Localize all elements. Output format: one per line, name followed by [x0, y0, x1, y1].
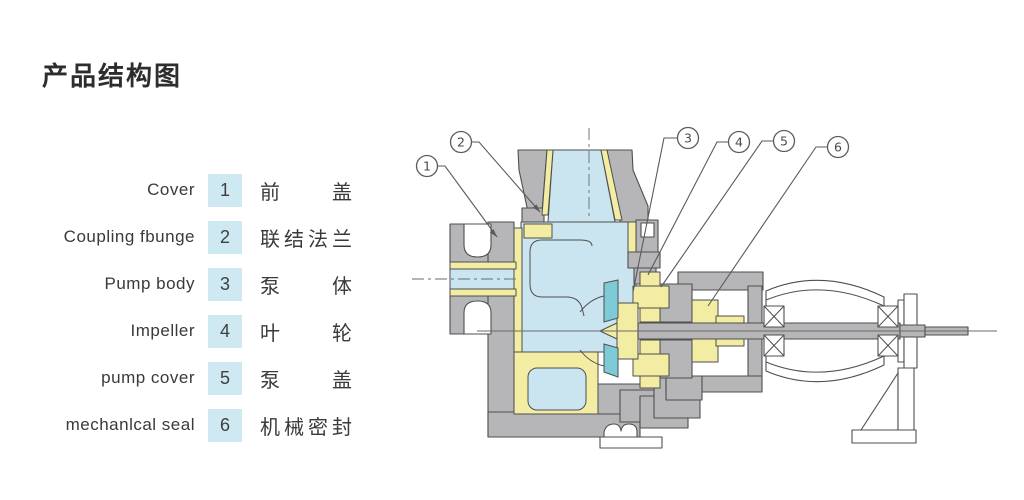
legend-zh-label: 联结法兰 [260, 228, 352, 251]
lining-right-strip [627, 221, 637, 253]
legend-zh-label: 泵体 [260, 275, 352, 298]
callout-1-number: 1 [423, 159, 431, 174]
callout-3-number: 3 [684, 131, 692, 146]
callouts: 1 2 3 4 5 6 [415, 126, 850, 307]
bracket-top-bar [677, 271, 764, 291]
callout-1: 1 [415, 154, 498, 238]
casing-notch [640, 222, 655, 238]
legend-row: Impeller 4 叶轮 [40, 314, 352, 348]
legend-en-label: Impeller [130, 321, 195, 340]
foot-base [851, 429, 917, 444]
support-foot [851, 367, 917, 444]
bearing-lower-left [763, 334, 785, 357]
pump-foot [599, 423, 663, 449]
legend-row: Pump body 3 泵体 [40, 267, 352, 301]
impeller-shroud-lower [579, 349, 605, 367]
callout-4-leader [647, 141, 728, 276]
pump-body-right [595, 219, 764, 429]
callout-2-circle [449, 130, 473, 154]
impeller-shroud-upper [579, 295, 605, 313]
funnel-lining-right [600, 149, 623, 221]
callout-5: 5 [660, 129, 796, 288]
bracket-bottom-left [665, 375, 703, 401]
callout-6-leader [707, 146, 827, 307]
callout-3-circle [676, 126, 700, 150]
callout-5-number: 5 [780, 134, 788, 149]
legend-number-box: 5 [208, 361, 242, 395]
legend-row: mechanlcal seal 6 机械密封 [40, 408, 352, 442]
legend-zh-label: 前盖 [260, 181, 352, 204]
legend-number-box: 2 [208, 220, 242, 254]
legend-zh-label: 叶轮 [260, 322, 352, 345]
callout-3: 3 [632, 126, 700, 293]
legend-row: pump cover 5 泵盖 [40, 361, 352, 395]
callout-4: 4 [647, 130, 751, 276]
impeller-blade-upper [603, 279, 619, 323]
legend-number-box: 3 [208, 267, 242, 301]
legend-row: Cover 1 前盖 [40, 173, 352, 207]
legend-number-box: 1 [208, 173, 242, 207]
callout-6-number: 6 [834, 140, 842, 155]
callout-5-leader [660, 140, 773, 288]
legend-en-label: pump cover [101, 368, 195, 387]
legend-row: Coupling fbunge 2 联结法兰 [40, 220, 352, 254]
legend-number-box: 6 [208, 408, 242, 442]
foot-column [897, 367, 915, 431]
callout-5-circle [772, 129, 796, 153]
callout-1-arrow [489, 229, 497, 237]
pump-foot-arches [603, 423, 638, 438]
legend-zh-label: 泵盖 [260, 369, 352, 392]
page-title: 产品结构图 [42, 61, 183, 91]
bearing-upper-left [763, 305, 785, 328]
bearing-lower-right [877, 334, 899, 357]
callout-1-leader [438, 165, 498, 238]
legend-en-label: mechanlcal seal [65, 415, 195, 434]
funnel-lining-left [541, 149, 554, 216]
centerlines [412, 128, 997, 332]
flange-details [463, 222, 655, 335]
bearing-upper-right [877, 305, 899, 328]
bolt-slot-top [463, 223, 492, 258]
ball-bearings [763, 305, 899, 357]
barrel-inner-bottom [765, 355, 885, 373]
callout-3-leader [632, 137, 677, 293]
callout-6-circle [826, 135, 850, 159]
volute-lower-pocket [527, 367, 587, 411]
front-cover-wall [487, 221, 515, 438]
callout-2-arrow [532, 204, 540, 212]
lining-top-band [523, 223, 553, 239]
seal-cross-lower-h [632, 353, 670, 377]
foot-triangle [860, 372, 899, 431]
legend-zh-label: 机械密封 [260, 416, 352, 439]
legend-en-label: Cover [147, 180, 195, 199]
seal-cross-upper-h [632, 285, 670, 309]
legend-en-label: Pump body [104, 274, 195, 293]
impeller-blade-lower [603, 343, 619, 378]
bolt-slot-bottom [463, 300, 492, 335]
callout-4-circle [727, 130, 751, 154]
callout-4-number: 4 [735, 135, 743, 150]
legend: Cover 1 前盖 Coupling fbunge 2 联结法兰 Pump b… [40, 173, 352, 455]
pump-foot-base [599, 436, 663, 449]
legend-en-label: Coupling fbunge [63, 227, 195, 246]
volute-inner-wall-line [529, 239, 593, 317]
barrel-inner-top [765, 289, 885, 307]
callout-2: 2 [449, 130, 541, 213]
legend-number-box: 4 [208, 314, 242, 348]
callout-2-number: 2 [457, 135, 465, 150]
duct-lining-bottom [449, 288, 517, 297]
callout-6: 6 [707, 135, 850, 307]
callout-2-leader [472, 141, 541, 213]
duct-lining-top [449, 261, 517, 270]
callout-1-circle [415, 154, 439, 178]
